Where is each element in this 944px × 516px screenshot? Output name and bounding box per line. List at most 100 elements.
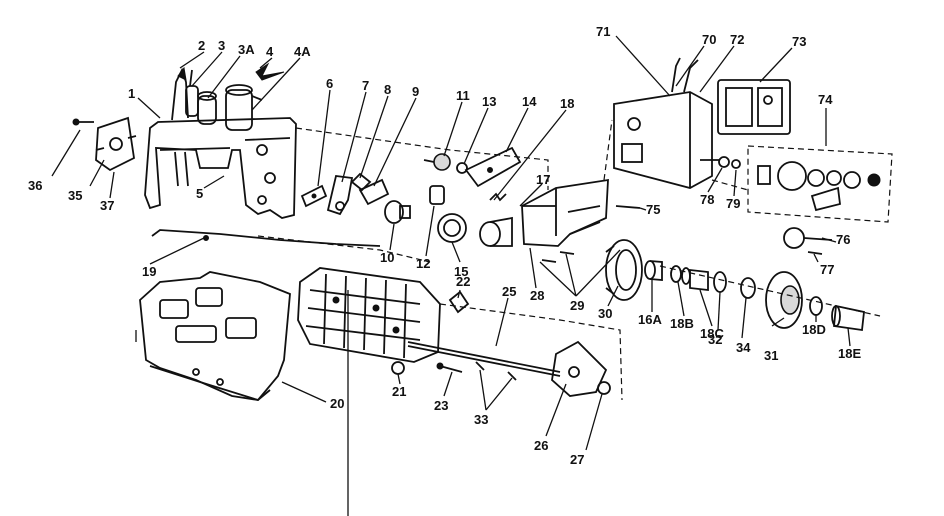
callout-1: 1 — [128, 86, 135, 101]
callout-33: 33 — [474, 412, 488, 427]
callout-34: 34 — [736, 340, 751, 355]
callout-27: 27 — [570, 452, 584, 467]
ring-15 — [437, 213, 467, 243]
gear-11 — [423, 153, 451, 171]
callout-21: 21 — [392, 384, 406, 399]
timer-motor — [613, 91, 720, 189]
clip-8 — [350, 172, 372, 192]
callout-3: 3 — [218, 38, 225, 53]
capacitor-4a — [225, 84, 263, 131]
washer-13 — [456, 162, 468, 174]
callout-18c: 18C — [700, 326, 724, 341]
assembly-line-mid — [257, 235, 431, 263]
screw-23 — [436, 362, 463, 373]
callout-12: 12 — [416, 256, 430, 271]
dial-73 — [717, 79, 791, 135]
cam-12 — [429, 185, 445, 205]
callout-74: 74 — [818, 92, 833, 107]
wire-19 — [151, 229, 381, 247]
knob-10 — [384, 200, 411, 224]
callout-22: 22 — [456, 274, 470, 289]
nut-27 — [597, 381, 611, 395]
shaft-25 — [407, 341, 561, 377]
kit-74-parts — [757, 161, 881, 212]
callout-4a: 4A — [294, 44, 311, 59]
callout-8: 8 — [384, 82, 391, 97]
callout-18b: 18B — [670, 316, 694, 331]
link-14 — [464, 146, 522, 188]
pin-77 — [807, 251, 823, 255]
callout-2: 2 — [198, 38, 205, 53]
callout-23: 23 — [434, 398, 448, 413]
callout-71: 71 — [596, 24, 610, 39]
drive-train — [644, 260, 881, 332]
callout-6: 6 — [326, 76, 333, 91]
callout-16a: 16A — [638, 312, 662, 327]
callout-15: 15 — [454, 264, 468, 279]
callout-4: 4 — [266, 44, 274, 59]
callout-75: 75 — [646, 202, 660, 217]
assembly-line-upper — [295, 127, 549, 190]
callout-29: 29 — [570, 298, 584, 313]
kit-74-outline — [747, 145, 893, 223]
hub-78-79 — [718, 156, 741, 169]
callout-13: 13 — [482, 94, 496, 109]
end-bracket-26 — [551, 340, 608, 397]
callout-28: 28 — [530, 288, 544, 303]
screw-75 — [615, 205, 641, 209]
callout-79: 79 — [726, 196, 740, 211]
callout-18e: 18E — [838, 346, 861, 361]
bracket-9 — [358, 178, 390, 206]
callout-36: 36 — [28, 178, 42, 193]
callout-26: 26 — [534, 438, 548, 453]
callout-20: 20 — [330, 396, 344, 411]
assembly-line-lower — [439, 303, 623, 401]
capacitor-3a — [197, 91, 217, 125]
screws-33 — [475, 361, 517, 381]
lower-chassis-plate — [139, 271, 291, 402]
callout-35: 35 — [68, 188, 82, 203]
nut-21 — [391, 361, 405, 375]
callout-70: 70 — [702, 32, 716, 47]
assembly-line-right — [711, 179, 749, 191]
callout-78: 78 — [700, 192, 714, 207]
gear-76 — [783, 227, 833, 249]
callout-77: 77 — [820, 262, 834, 277]
callout-14: 14 — [522, 94, 537, 109]
upper-chassis-bracket — [144, 117, 297, 219]
coupler-16 — [479, 216, 513, 247]
lever-7 — [326, 175, 354, 216]
callout-18: 18 — [560, 96, 574, 111]
callout-72: 72 — [730, 32, 744, 47]
pulley-30 — [605, 239, 643, 301]
spring-18 — [489, 192, 507, 202]
callout-5: 5 — [196, 186, 203, 201]
plate-6 — [300, 184, 328, 208]
terminal-4 — [255, 62, 285, 81]
callout-10: 10 — [380, 250, 394, 265]
callout-11: 11 — [456, 88, 470, 103]
callout-7: 7 — [362, 78, 369, 93]
callout-3a: 3A — [238, 42, 255, 57]
callout-19: 19 — [142, 264, 156, 279]
callout-31: 31 — [764, 348, 778, 363]
switch-housing-17 — [521, 178, 609, 247]
callout-37: 37 — [100, 198, 114, 213]
callout-18d: 18D — [802, 322, 826, 337]
callout-25: 25 — [502, 284, 516, 299]
mounting-bracket-35 — [95, 116, 137, 172]
callout-76: 76 — [836, 232, 850, 247]
callout-9: 9 — [412, 84, 419, 99]
leader-lines — [51, 35, 851, 451]
callout-32: 32 — [708, 332, 722, 347]
clip-22 — [448, 290, 470, 314]
assembly-line-timer — [603, 119, 613, 181]
callout-73: 73 — [792, 34, 806, 49]
screws-29 — [541, 251, 575, 263]
wires-70-72 — [671, 57, 699, 93]
callout-17: 17 — [536, 172, 550, 187]
callout-30: 30 — [598, 306, 612, 321]
screw-36 — [72, 118, 94, 126]
callout-labels: 1 2 3 3A 4 4A 5 6 7 8 9 10 11 12 13 14 1… — [28, 24, 861, 467]
